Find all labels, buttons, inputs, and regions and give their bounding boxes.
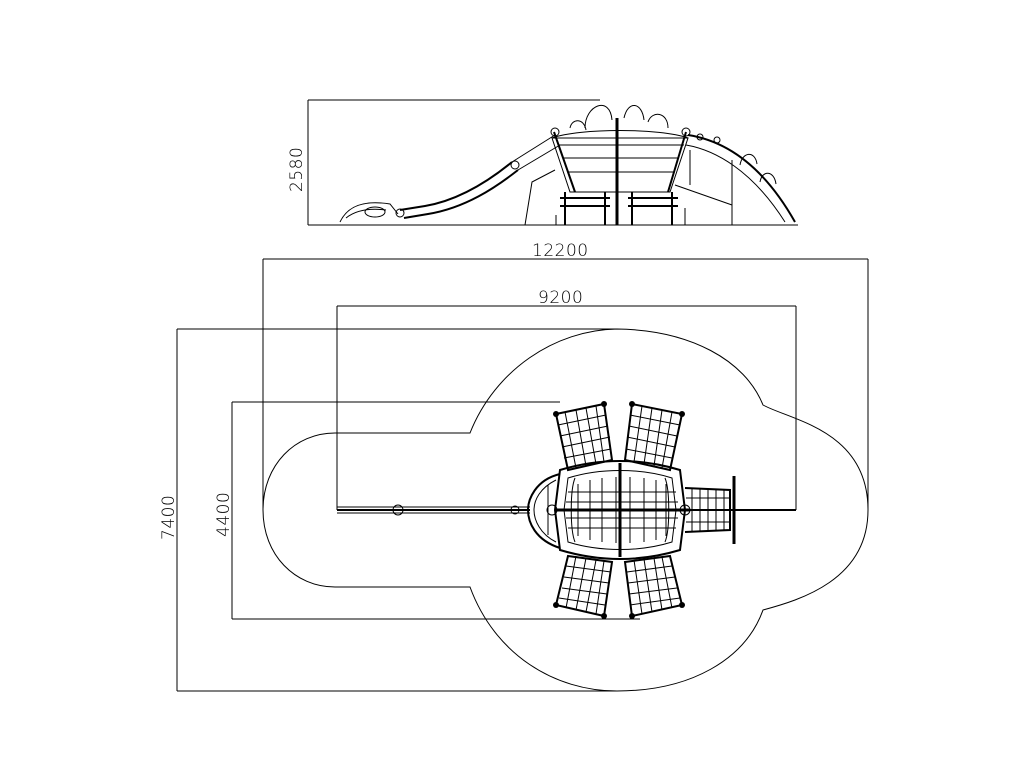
left-top-joint — [550, 127, 560, 137]
right-top-joint — [681, 127, 691, 137]
plan-view — [176, 258, 869, 692]
left-strut — [524, 169, 556, 226]
elevation-view — [307, 99, 798, 226]
slide-joint-1 — [395, 208, 405, 218]
right-chain — [667, 131, 687, 193]
left-chain — [553, 131, 576, 193]
inner-width-label: 4400 — [214, 492, 234, 537]
bench-frames — [560, 197, 678, 207]
slide-chute-upper — [403, 169, 519, 219]
bridge-knot-2 — [696, 133, 704, 141]
slide-joint-2 — [510, 160, 520, 170]
slide-exit — [339, 202, 399, 223]
hull-outline — [551, 137, 689, 193]
bridge-knot-1 — [713, 136, 721, 144]
slide-chute-lower — [399, 161, 513, 211]
side-supports — [555, 208, 686, 225]
boat-bow — [526, 473, 561, 549]
stern-ramp — [684, 476, 736, 544]
net-top-right — [623, 401, 685, 472]
bridge-bump-2 — [759, 172, 777, 185]
overall-width-label: 7400 — [159, 495, 179, 540]
bridge-bump-1 — [739, 153, 758, 166]
rope-bridge-bottom — [685, 144, 786, 223]
boat-deck — [546, 460, 691, 560]
slide-tube-top — [511, 134, 556, 163]
cabin-bump-1 — [584, 104, 613, 129]
slide-exit-hole — [364, 206, 386, 218]
cabin-bump-3 — [647, 113, 669, 129]
hull-deck-curve — [551, 130, 689, 139]
safety-zone-outline — [262, 328, 869, 692]
overall-length-label: 12200 — [532, 241, 589, 261]
rope-bridge-frame — [674, 150, 733, 206]
bench-legs — [564, 192, 673, 225]
inner-length-label: 9200 — [538, 288, 583, 308]
height-dimension-label: 2580 — [287, 147, 307, 192]
rope-bridge-top — [687, 134, 796, 223]
net-bottom-left — [553, 554, 614, 619]
slide-tube-bottom — [517, 144, 561, 171]
cabin-bump-2 — [623, 105, 645, 121]
slide-exit-inner — [345, 208, 387, 219]
net-top-left — [553, 401, 614, 472]
cabin-bump-4 — [569, 120, 587, 131]
walkway-joint-2 — [510, 505, 520, 515]
walkway-joint-1 — [392, 504, 404, 516]
net-bottom-right — [623, 554, 685, 619]
